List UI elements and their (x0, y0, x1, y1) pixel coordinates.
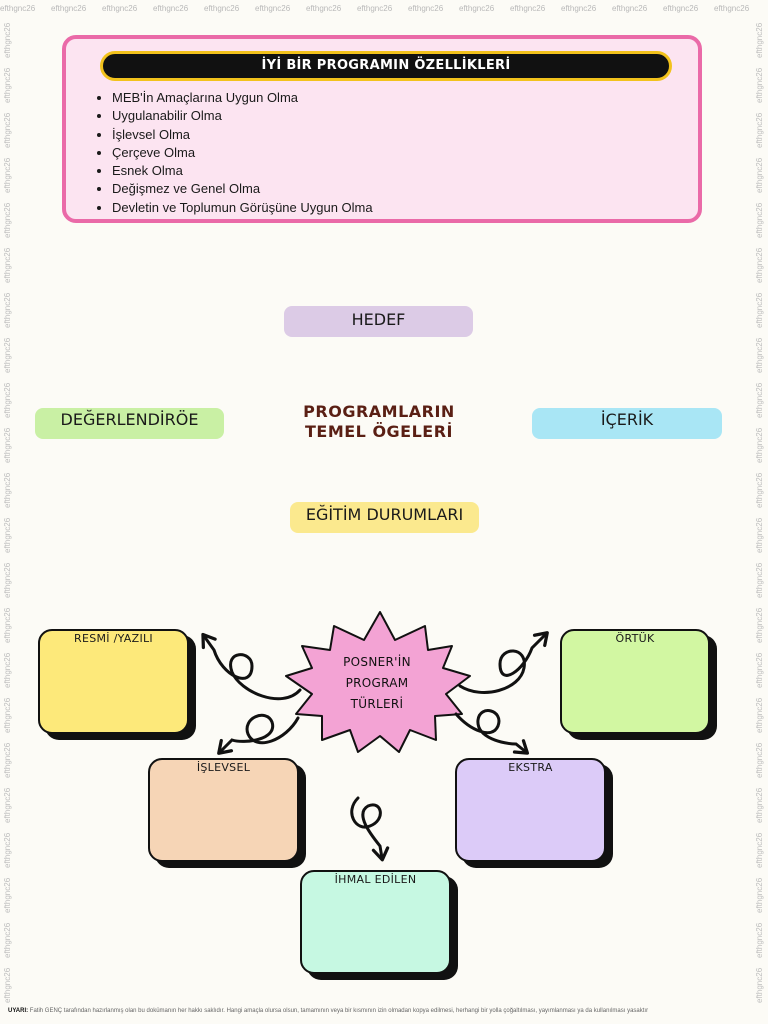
posner-title-line: POSNER'İN (343, 655, 411, 669)
watermark-text: efthgnc26 (663, 4, 699, 13)
type-card-islevsel: İŞLEVSEL (148, 758, 299, 862)
watermark-text: efthgnc26 (714, 4, 750, 13)
watermark-text: efthgnc26 (459, 4, 495, 13)
element-degerlendirme: DEĞERLENDİRÖE (35, 408, 224, 439)
watermark-text: efthgnc26 (408, 4, 444, 13)
curly-arrow-to-ekstra (454, 709, 530, 755)
center-title: PROGRAMLARIN TEMEL ÖGELERİ (268, 402, 490, 442)
type-card-ihmal-edilen: İHMAL EDİLEN (300, 870, 451, 974)
copyright-text: Fatih GENÇ tarafından hazırlanmış olan b… (29, 1008, 649, 1014)
curly-arrow-to-islevsel (217, 713, 300, 755)
watermark-text: efthgnc26 (153, 4, 189, 13)
card-label: İŞLEVSEL (196, 761, 251, 774)
element-egitim-durumlari: EĞİTİM DURUMLARI (290, 502, 479, 533)
features-list: MEB'İn Amaçlarına Uygun Olma Uygulanabil… (94, 89, 373, 217)
list-item: Devletin ve Toplumun Görüşüne Uygun Olma (112, 199, 373, 217)
list-item: MEB'İn Amaçlarına Uygun Olma (112, 89, 373, 107)
watermark-text: efthgnc26 (612, 4, 648, 13)
list-item: İşlevsel Olma (112, 126, 373, 144)
watermark-text: efthgnc26 (102, 4, 138, 13)
card-label: EKSTRA (508, 761, 553, 774)
watermark-text: efthgnc26 (561, 4, 597, 13)
watermark-row-top: efthgnc26 efthgnc26 efthgnc26 efthgnc26 efth… (0, 4, 768, 18)
card-label: ÖRTÜK (615, 632, 655, 645)
warning-label: UYARI: (8, 1008, 29, 1014)
curly-arrow-to-ihmal (350, 796, 390, 862)
features-title: İYİ BİR PROGRAMIN ÖZELLİKLERİ (100, 51, 672, 81)
type-card-resmi: RESMİ /YAZILI (38, 629, 189, 734)
center-title-line: PROGRAMLARIN (303, 402, 455, 421)
watermark-text: efthgnc26 (0, 4, 36, 13)
list-item: Uygulanabilir Olma (112, 107, 373, 125)
watermark-text: efthgnc26 (357, 4, 393, 13)
list-item: Esnek Olma (112, 162, 373, 180)
program-features-box: İYİ BİR PROGRAMIN ÖZELLİKLERİ MEB'İn Ama… (62, 35, 702, 223)
watermark-text: efthgnc26 (510, 4, 546, 13)
watermark-text: efthgnc26 (255, 4, 291, 13)
curly-arrow-to-resmi (201, 632, 302, 701)
type-card-ekstra: EKSTRA (455, 758, 606, 862)
type-card-ortuk: ÖRTÜK (560, 629, 710, 734)
watermark-text: efthgnc26 (306, 4, 342, 13)
list-item: Değişmez ve Genel Olma (112, 180, 373, 198)
posner-title-line: PROGRAM (345, 676, 409, 690)
card-label: RESMİ /YAZILI (74, 632, 153, 645)
element-icerik: İÇERİK (532, 408, 722, 439)
card-label: İHMAL EDİLEN (334, 873, 417, 886)
curly-arrow-to-ortuk (458, 631, 549, 694)
watermark-text: efthgnc26 (51, 4, 87, 13)
posner-title: POSNER'İN PROGRAM TÜRLERİ (317, 652, 437, 715)
center-title-line: TEMEL ÖGELERİ (304, 422, 454, 441)
list-item: Çerçeve Olma (112, 144, 373, 162)
posner-starburst-shape (285, 611, 471, 753)
watermark-text: efthgnc26 (204, 4, 240, 13)
copyright-footer: UYARI: Fatih GENÇ tarafından hazırlanmış… (8, 1005, 760, 1017)
element-hedef: HEDEF (284, 306, 473, 337)
posner-title-line: TÜRLERİ (350, 697, 404, 711)
